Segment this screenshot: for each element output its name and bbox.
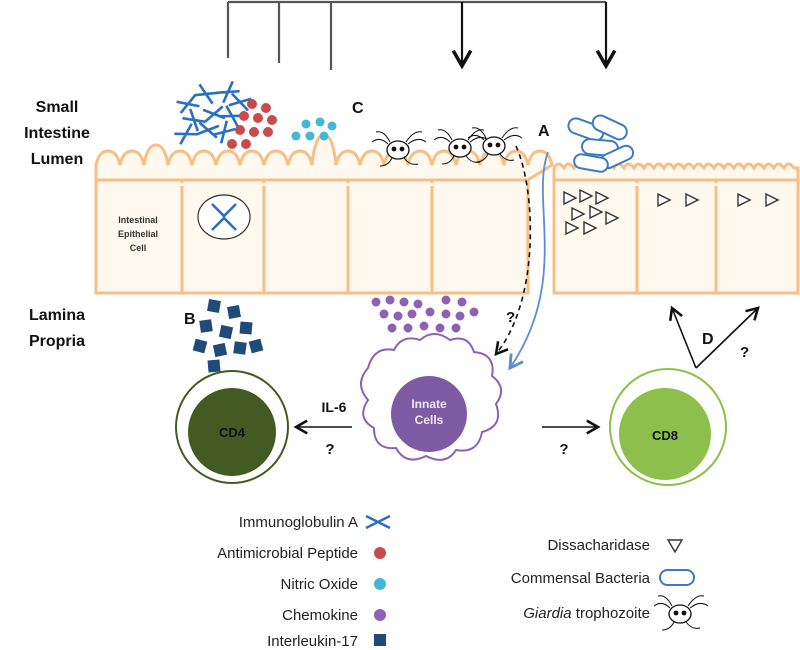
lumen-label-line-2: Intestine [24,125,90,142]
giardia-to-innate-arrow [494,145,532,357]
epithelial-label-line-3: Cell [130,243,147,253]
question-a: ? [506,309,515,326]
question-cd8: ? [559,441,568,458]
epithelial-layer-right [552,178,800,295]
label-a: A [538,123,550,140]
innate-label-line-1: Innate [411,397,447,411]
question-d: ? [740,344,749,361]
legend-right: Dissacharidase Commensal Bacteria Giardi… [511,537,709,631]
il6-label: IL-6 [322,399,347,415]
epithelial-label-line-2: Epithelial [118,229,158,239]
innate-nucleus [391,376,467,452]
dissacharidase-icon [666,539,684,554]
cd4-cell: CD4 [175,370,289,484]
lumen-label: Small Intestine Lumen [24,99,90,168]
cd8-label: CD8 [652,428,678,443]
epithelial-cell-label: Intestinal Epithelial Cell [118,215,158,253]
immunoglobulin-a-icon [365,514,391,530]
innate-cell: Innate Cells [360,333,503,461]
legend-dissacharidase-label: Dissacharidase [547,537,650,554]
legend-il17-label: Interleukin-17 [267,633,358,650]
lumen-label-line-1: Small [36,99,79,116]
epithelium-left [94,133,554,295]
label-c: C [352,100,364,117]
commensal-bacteria-icon [659,569,695,586]
lamina-label-line-1: Lamina [29,307,85,324]
legend-giardia-rest: trophozoite [572,605,650,622]
cd8-cell: CD8 [609,368,727,486]
cd4-label: CD4 [219,425,246,440]
chemokine-icon [374,609,386,621]
top-signal-bracket [226,0,617,70]
nitric-oxide-cluster [291,117,337,141]
legend-giardia-label: Giardia trophozoite [523,605,650,622]
legend-amp-label: Antimicrobial Peptide [217,545,358,562]
iga-transcytosis-vesicle [197,194,251,240]
epithelium-right [552,162,800,295]
antimicrobial-peptide-cluster [227,99,277,149]
lamina-propria-label: Lamina Propria [29,307,85,350]
il17-cluster [192,299,264,373]
legend-left: Immunoglobulin A Antimicrobial Peptide N… [217,514,391,650]
interleukin-17-icon [374,634,386,646]
legend-no-label: Nitric Oxide [280,576,358,593]
cd8-to-epithelium-arrow-2 [695,306,760,369]
commensal-bacteria-cluster [567,114,635,173]
lamina-label-line-2: Propria [29,333,85,350]
label-d: D [702,331,714,348]
legend-chemokine-label: Chemokine [282,607,358,624]
legend-commensal-label: Commensal Bacteria [511,570,651,587]
legend-giardia-italic: Giardia [523,605,571,622]
chemokine-cluster [371,295,479,333]
question-il6: ? [325,441,334,458]
epithelial-layer-left [94,178,530,295]
lumen-label-line-3: Lumen [31,151,83,168]
epithelial-label-line-1: Intestinal [118,215,158,225]
innate-label-line-2: Cells [415,413,444,427]
immunoglobulin-a-icon [211,203,237,231]
label-b: B [184,311,196,328]
giardia-trophozoite-icon [653,595,709,631]
cd8-to-epithelium-arrow-1 [668,305,697,369]
antimicrobial-peptide-icon [374,547,386,559]
nitric-oxide-icon [374,578,386,590]
commensal-to-innate-arrow [508,151,549,371]
legend-immunoglobulin-label: Immunoglobulin A [239,514,358,531]
